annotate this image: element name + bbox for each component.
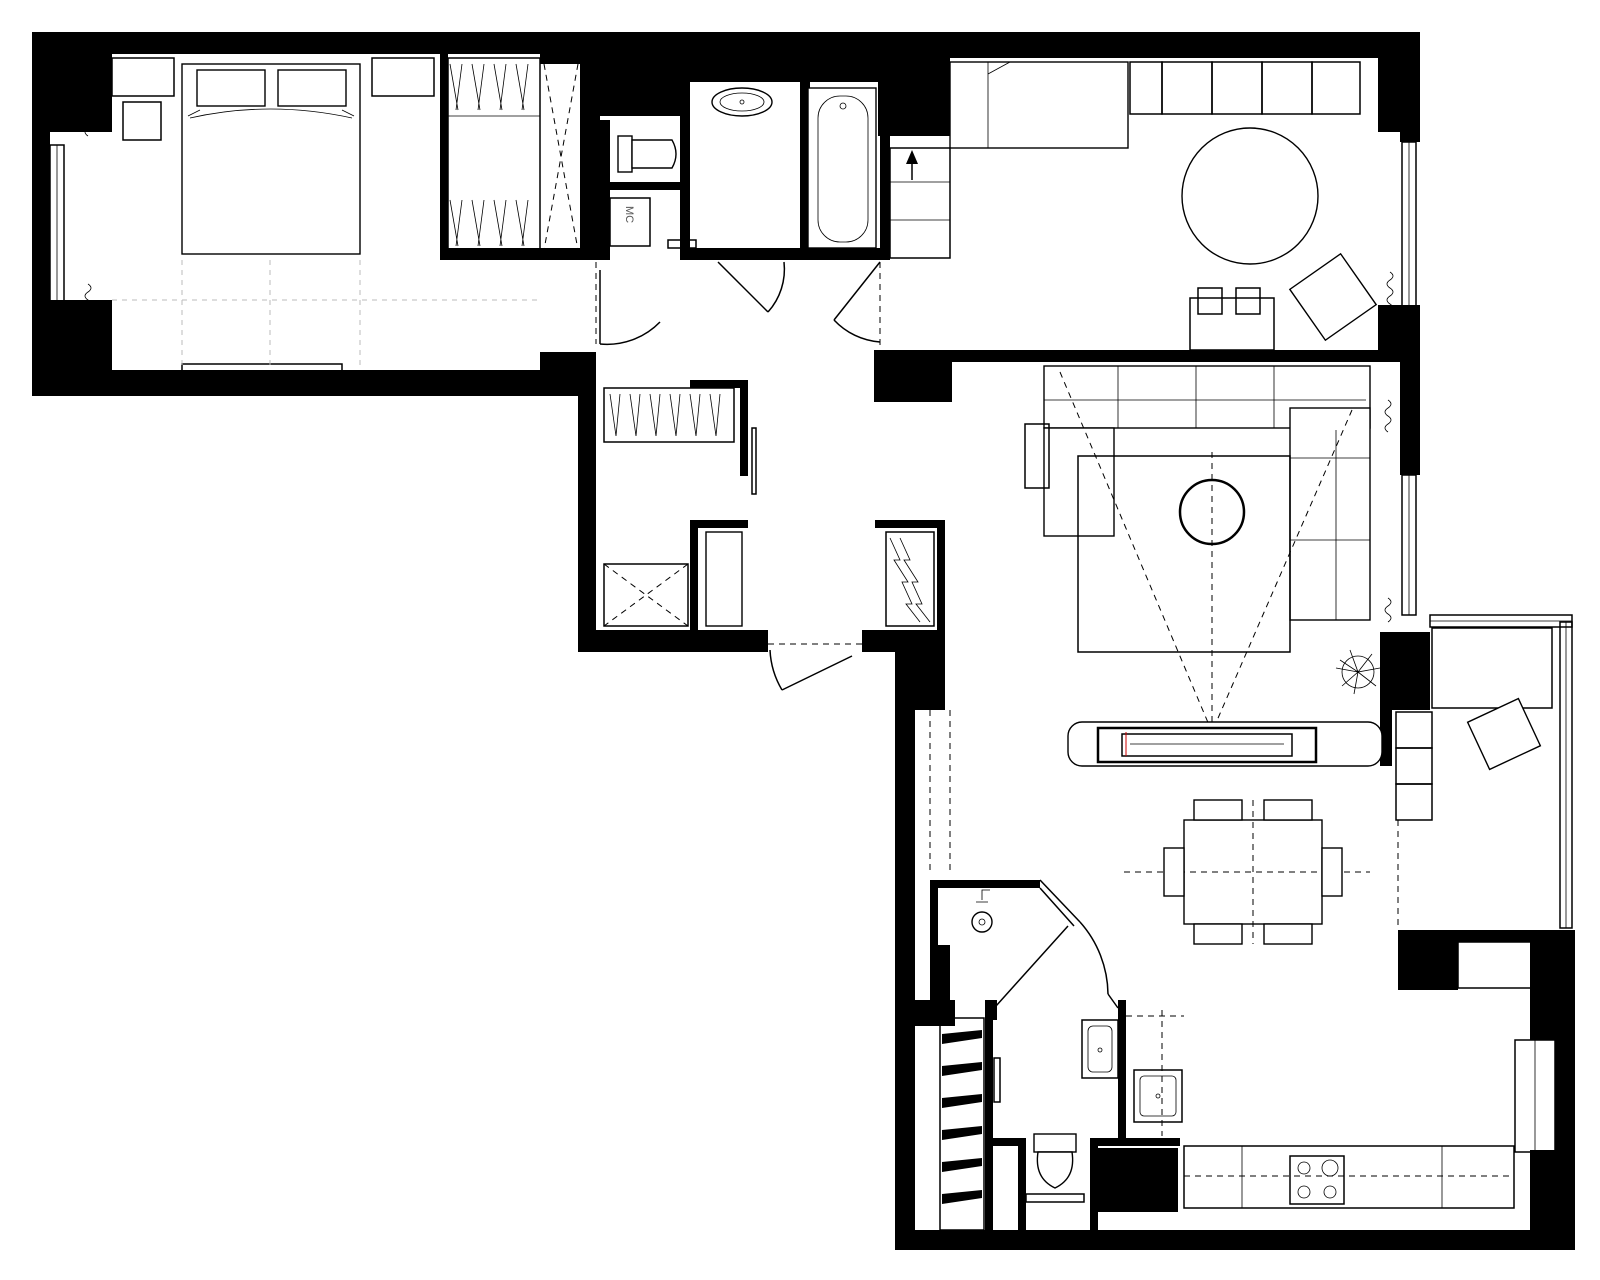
sink-icon bbox=[711, 87, 773, 117]
cooktop-icon bbox=[1289, 1155, 1345, 1205]
single-bed bbox=[949, 61, 1129, 149]
hall-doors bbox=[595, 261, 935, 691]
living-room bbox=[1024, 365, 1392, 767]
dining bbox=[1124, 799, 1370, 945]
kids-room bbox=[889, 61, 1394, 351]
toilet-icon bbox=[617, 135, 633, 173]
round-rug bbox=[1181, 127, 1319, 265]
wc-label: MC bbox=[623, 206, 635, 223]
shelf-unit bbox=[929, 710, 985, 1231]
study bbox=[1395, 627, 1553, 989]
bathtub-icon bbox=[807, 87, 877, 249]
armchair bbox=[1288, 252, 1378, 342]
bedroom bbox=[84, 57, 579, 370]
office-chair bbox=[1466, 697, 1542, 771]
shower-icon bbox=[971, 911, 993, 933]
walls bbox=[32, 32, 1575, 1250]
kitchen bbox=[1183, 1145, 1515, 1209]
wc-toilet-icon bbox=[1033, 1133, 1077, 1153]
guest-bath bbox=[971, 879, 1184, 1203]
plant-icon bbox=[1335, 649, 1381, 695]
windows bbox=[49, 141, 1573, 1153]
bathroom: MC bbox=[600, 80, 877, 249]
